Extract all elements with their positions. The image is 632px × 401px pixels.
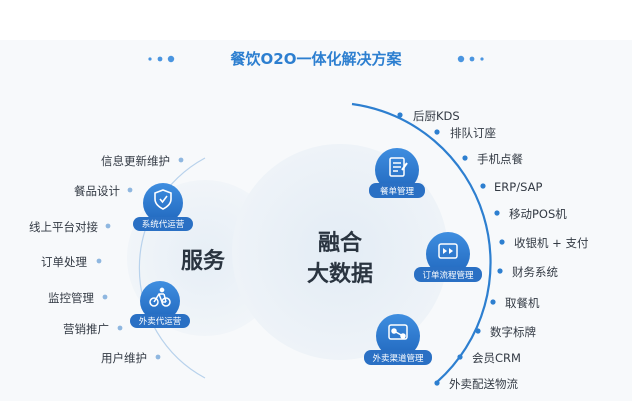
node-label: 订单流程管理 <box>422 270 474 281</box>
right-dot <box>480 183 486 189</box>
node-menu-management[interactable]: 餐单管理 <box>369 148 425 198</box>
node-label-pill <box>414 267 482 282</box>
header: 餐饮O2O一体化解决方案 <box>148 50 484 68</box>
right-item: 手机点餐 <box>477 152 523 166</box>
right-item: 移动POS机 <box>509 207 567 221</box>
right-dot <box>397 112 403 118</box>
bicycle-icon <box>149 287 171 307</box>
right-dot <box>434 380 440 386</box>
right-dot <box>494 210 500 216</box>
left-item: 用户维护 <box>101 351 147 365</box>
service-title: 服务 <box>181 249 226 274</box>
node-label-pill <box>369 183 425 198</box>
node-disc <box>375 148 419 192</box>
left-item: 订单处理 <box>41 255 87 269</box>
left-item: 信息更新维护 <box>101 154 170 168</box>
right-dot <box>499 239 505 245</box>
right-list: 后厨KDS 排队订座 手机点餐 ERP/SAP 移动POS机 收银机 + 支付 … <box>413 109 588 391</box>
left-item: 线上平台对接 <box>29 220 98 234</box>
channel-network-icon <box>388 324 408 340</box>
order-flow-icon <box>438 243 458 259</box>
node-system-operation[interactable]: 系统代运营 <box>133 183 193 231</box>
shield-icon <box>154 189 172 210</box>
right-item: 财务系统 <box>512 265 558 279</box>
right-dot <box>475 328 481 334</box>
node-label: 外卖渠道管理 <box>372 353 424 364</box>
node-label-pill <box>364 350 432 365</box>
header-dot <box>148 57 152 61</box>
node-delivery-operation[interactable]: 外卖代运营 <box>130 281 190 328</box>
right-item: 排队订座 <box>450 126 496 140</box>
menu-document-icon <box>389 157 408 177</box>
left-item: 监控管理 <box>48 291 94 305</box>
header-dot <box>480 57 484 61</box>
right-dot <box>457 354 463 360</box>
node-order-flow-management[interactable]: 订单流程管理 <box>414 232 482 282</box>
right-dot <box>490 299 496 305</box>
node-label: 系统代运营 <box>142 219 185 230</box>
page-title: 餐饮O2O一体化解决方案 <box>231 50 403 68</box>
left-list: 信息更新维护 餐品设计 线上平台对接 订单处理 监控管理 营销推广 用户维护 <box>29 154 170 365</box>
node-disc <box>426 232 470 276</box>
node-label: 外卖代运营 <box>139 316 182 327</box>
header-dot <box>167 55 175 63</box>
header-dot <box>157 56 163 62</box>
left-item: 餐品设计 <box>74 184 120 198</box>
left-dot <box>117 325 123 331</box>
header-dot <box>469 56 475 62</box>
node-label: 餐单管理 <box>380 186 415 197</box>
right-dot <box>462 155 468 161</box>
left-dot <box>102 294 108 300</box>
right-item: 取餐机 <box>505 296 540 310</box>
right-item: 数字标牌 <box>490 325 536 339</box>
right-arc <box>351 102 492 383</box>
left-dot <box>178 157 184 163</box>
data-title-line2: 大数据 <box>307 261 373 287</box>
right-item: 外卖配送物流 <box>449 377 518 391</box>
left-dot <box>127 187 133 193</box>
right-item: 后厨KDS <box>413 109 460 123</box>
left-dot <box>155 354 161 360</box>
data-title-line1: 融合 <box>318 230 363 256</box>
right-dot <box>497 268 503 274</box>
node-disc <box>140 281 180 321</box>
left-dot <box>105 223 111 229</box>
right-dots <box>397 112 505 386</box>
left-dot <box>96 258 102 264</box>
right-item: 收银机 + 支付 <box>514 236 588 250</box>
right-item: ERP/SAP <box>494 180 542 194</box>
right-item: 会员CRM <box>472 351 521 365</box>
node-label-pill <box>130 314 190 328</box>
right-dot <box>434 129 440 135</box>
left-item: 营销推广 <box>63 322 109 336</box>
node-label-pill <box>133 217 193 231</box>
header-dot <box>457 55 465 63</box>
node-delivery-channel-management[interactable]: 外卖渠道管理 <box>364 314 432 365</box>
left-arc <box>138 157 206 379</box>
node-disc <box>376 314 420 358</box>
node-disc <box>143 183 183 223</box>
left-dots <box>96 157 184 360</box>
